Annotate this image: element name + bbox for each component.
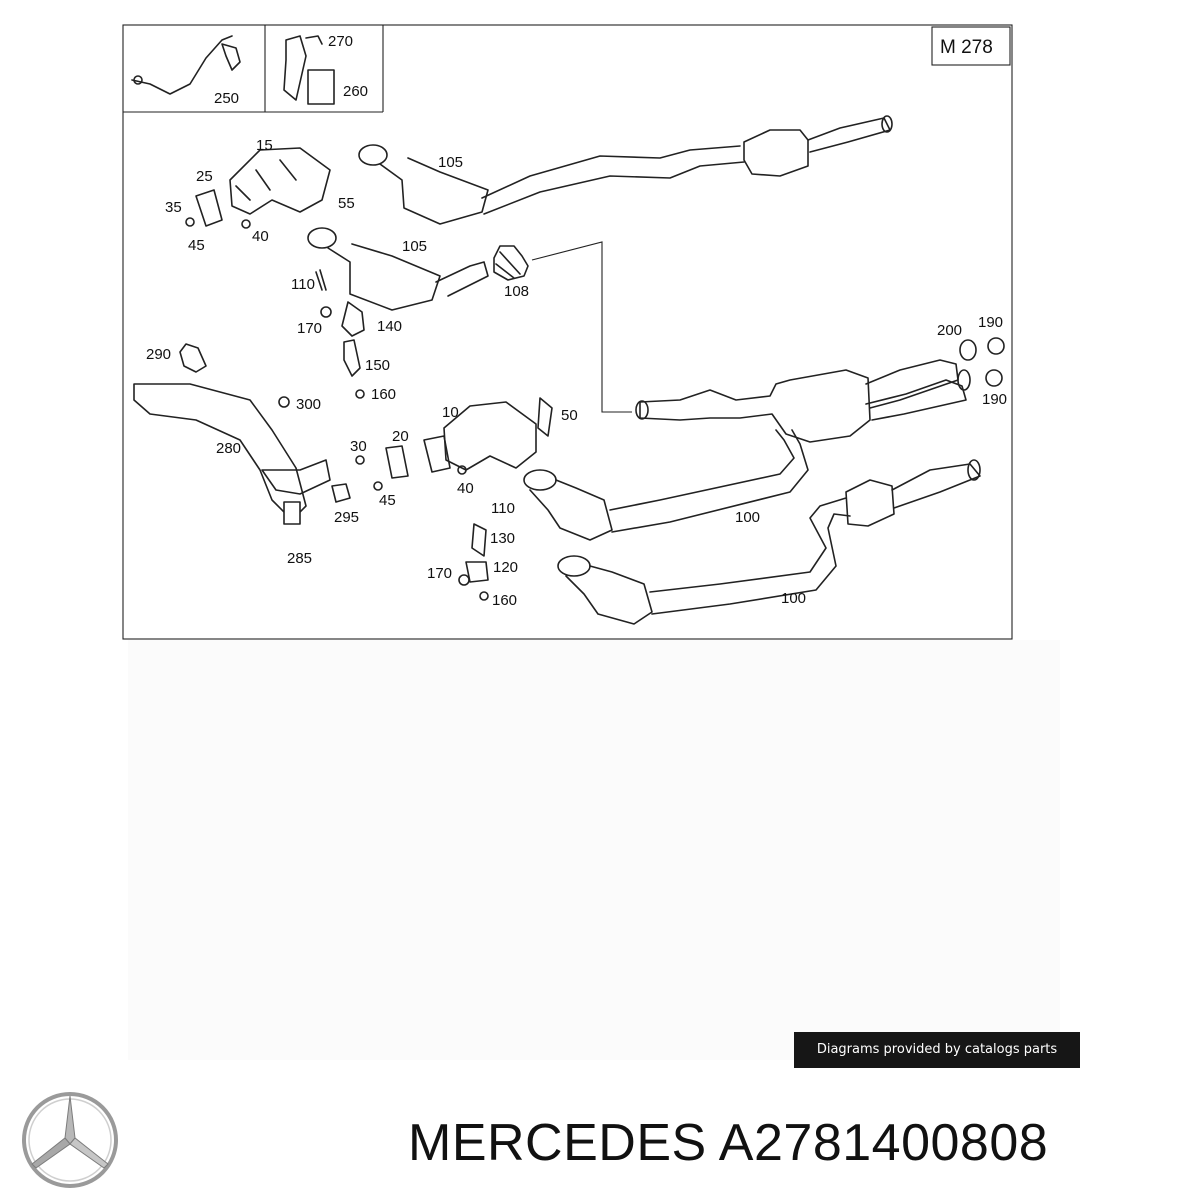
diagram-frame bbox=[122, 24, 1013, 640]
callout-label: 35 bbox=[165, 199, 182, 216]
center-silencer-part bbox=[635, 337, 1005, 443]
callout-label: 130 bbox=[490, 530, 515, 547]
part-number: A2781400808 bbox=[718, 1114, 1049, 1172]
callout-label: 100 bbox=[735, 509, 760, 526]
callout-label: 295 bbox=[334, 509, 359, 526]
catalytic-converter-lower-part bbox=[307, 227, 489, 311]
callout-label: 105 bbox=[438, 154, 463, 171]
callout-label: 285 bbox=[287, 550, 312, 567]
engine-code-box bbox=[931, 26, 1011, 66]
callout-label: 10 bbox=[442, 404, 459, 421]
callout-label: 45 bbox=[379, 492, 396, 509]
rear-silencer-upper-part bbox=[743, 115, 893, 177]
callout-label: 40 bbox=[252, 228, 269, 245]
callout-label: 45 bbox=[188, 237, 205, 254]
callout-label: 300 bbox=[296, 396, 321, 413]
callout-label: 250 bbox=[214, 90, 239, 107]
callout-label: 20 bbox=[392, 428, 409, 445]
callout-label: 290 bbox=[146, 346, 171, 363]
clamp-part bbox=[493, 241, 632, 413]
callout-label: 55 bbox=[338, 195, 355, 212]
fasteners bbox=[185, 217, 553, 601]
callout-label: 170 bbox=[297, 320, 322, 337]
engine-code-label: M 278 bbox=[940, 37, 993, 58]
callout-label: 15 bbox=[256, 137, 273, 154]
callout-label: 40 bbox=[457, 480, 474, 497]
exhaust-manifold-upper-part bbox=[195, 147, 331, 227]
brand-part-number-title: MERCEDES A2781400808 bbox=[408, 1108, 1192, 1178]
callout-label: 25 bbox=[196, 168, 213, 185]
callout-label: 270 bbox=[328, 33, 353, 50]
callout-label: 110 bbox=[491, 500, 515, 517]
heat-shield-part bbox=[133, 343, 351, 525]
callout-label: 160 bbox=[492, 592, 517, 609]
heat-shield-bracket-part bbox=[283, 35, 335, 105]
front-pipe-upper-part bbox=[523, 429, 809, 541]
callout-label: 260 bbox=[343, 83, 368, 100]
callout-label: 150 bbox=[365, 357, 390, 374]
diagram-credit-banner: Diagrams provided by catalogs parts bbox=[794, 1032, 1080, 1068]
callout-label: 108 bbox=[504, 283, 529, 300]
callout-label: 190 bbox=[978, 314, 1003, 331]
callout-label: 170 bbox=[427, 565, 452, 582]
callout-label: 50 bbox=[561, 407, 578, 424]
catalytic-converter-upper-part bbox=[358, 144, 745, 225]
callout-label: 160 bbox=[371, 386, 396, 403]
exhaust-manifold-lower-part bbox=[385, 401, 537, 479]
callout-label: 280 bbox=[216, 440, 241, 457]
diagram-lower-background bbox=[128, 640, 1060, 1060]
callout-label: 140 bbox=[377, 318, 402, 335]
mounting-bracket-part bbox=[315, 269, 365, 377]
callout-label: 110 bbox=[291, 276, 315, 293]
callout-label: 30 bbox=[350, 438, 367, 455]
front-pipe-lower-part bbox=[557, 459, 981, 625]
callout-label: 105 bbox=[402, 238, 427, 255]
callout-label: 190 bbox=[982, 391, 1007, 408]
callout-label: 120 bbox=[493, 559, 518, 576]
callout-label: 200 bbox=[937, 322, 962, 339]
oxygen-sensor-part bbox=[131, 35, 241, 95]
brand-name: MERCEDES bbox=[408, 1114, 707, 1172]
callout-label: 100 bbox=[781, 590, 806, 607]
mercedes-star-logo-icon bbox=[22, 1092, 118, 1188]
